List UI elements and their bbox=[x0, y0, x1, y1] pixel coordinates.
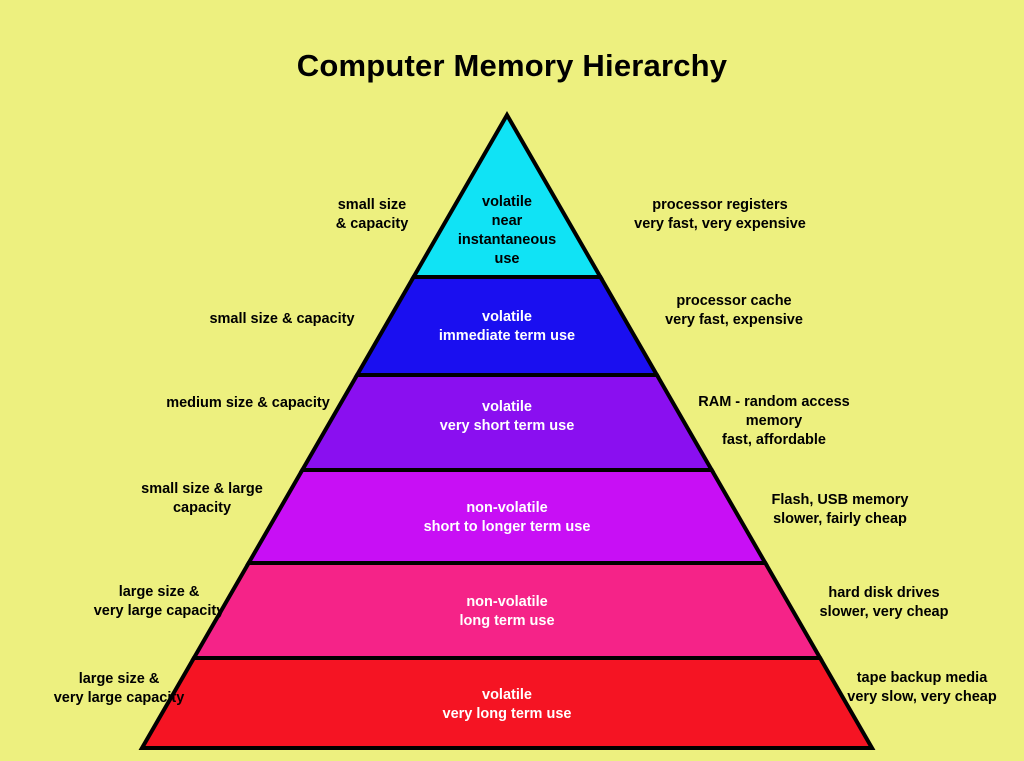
side-note-right-processor-cache: processor cache very fast, expensive bbox=[665, 293, 803, 328]
side-note-left-processor-cache: small size & capacity bbox=[209, 311, 355, 327]
side-note-right-processor-registers: processor registers very fast, very expe… bbox=[634, 197, 806, 232]
side-note-left-processor-registers: small size & capacity bbox=[335, 197, 409, 232]
page-title: Computer Memory Hierarchy bbox=[296, 48, 728, 83]
side-note-right-tape-backup-media: tape backup media very slow, very cheap bbox=[847, 670, 997, 705]
side-note-left-tape-backup-media: large size & very large capacity bbox=[53, 671, 185, 706]
side-note-right-flash-usb-memory: Flash, USB memory slower, fairly cheap bbox=[771, 492, 909, 527]
pyramid-tier-tape-backup-media bbox=[138, 656, 876, 750]
side-note-left-hard-disk-drives: large size & very large capacity bbox=[93, 584, 225, 619]
pyramid-tier-processor-cache bbox=[353, 275, 661, 377]
side-note-right-ram: RAM - random access memory fast, afforda… bbox=[698, 394, 850, 448]
pyramid-tier-ram bbox=[298, 373, 716, 472]
pyramid-tier-hard-disk-drives bbox=[190, 561, 824, 660]
pyramid-tier-flash-usb-memory bbox=[245, 468, 769, 565]
side-note-right-hard-disk-drives: hard disk drives slower, very cheap bbox=[819, 585, 949, 620]
side-note-left-ram: medium size & capacity bbox=[166, 395, 330, 411]
side-note-left-flash-usb-memory: small size & large capacity bbox=[141, 481, 263, 516]
